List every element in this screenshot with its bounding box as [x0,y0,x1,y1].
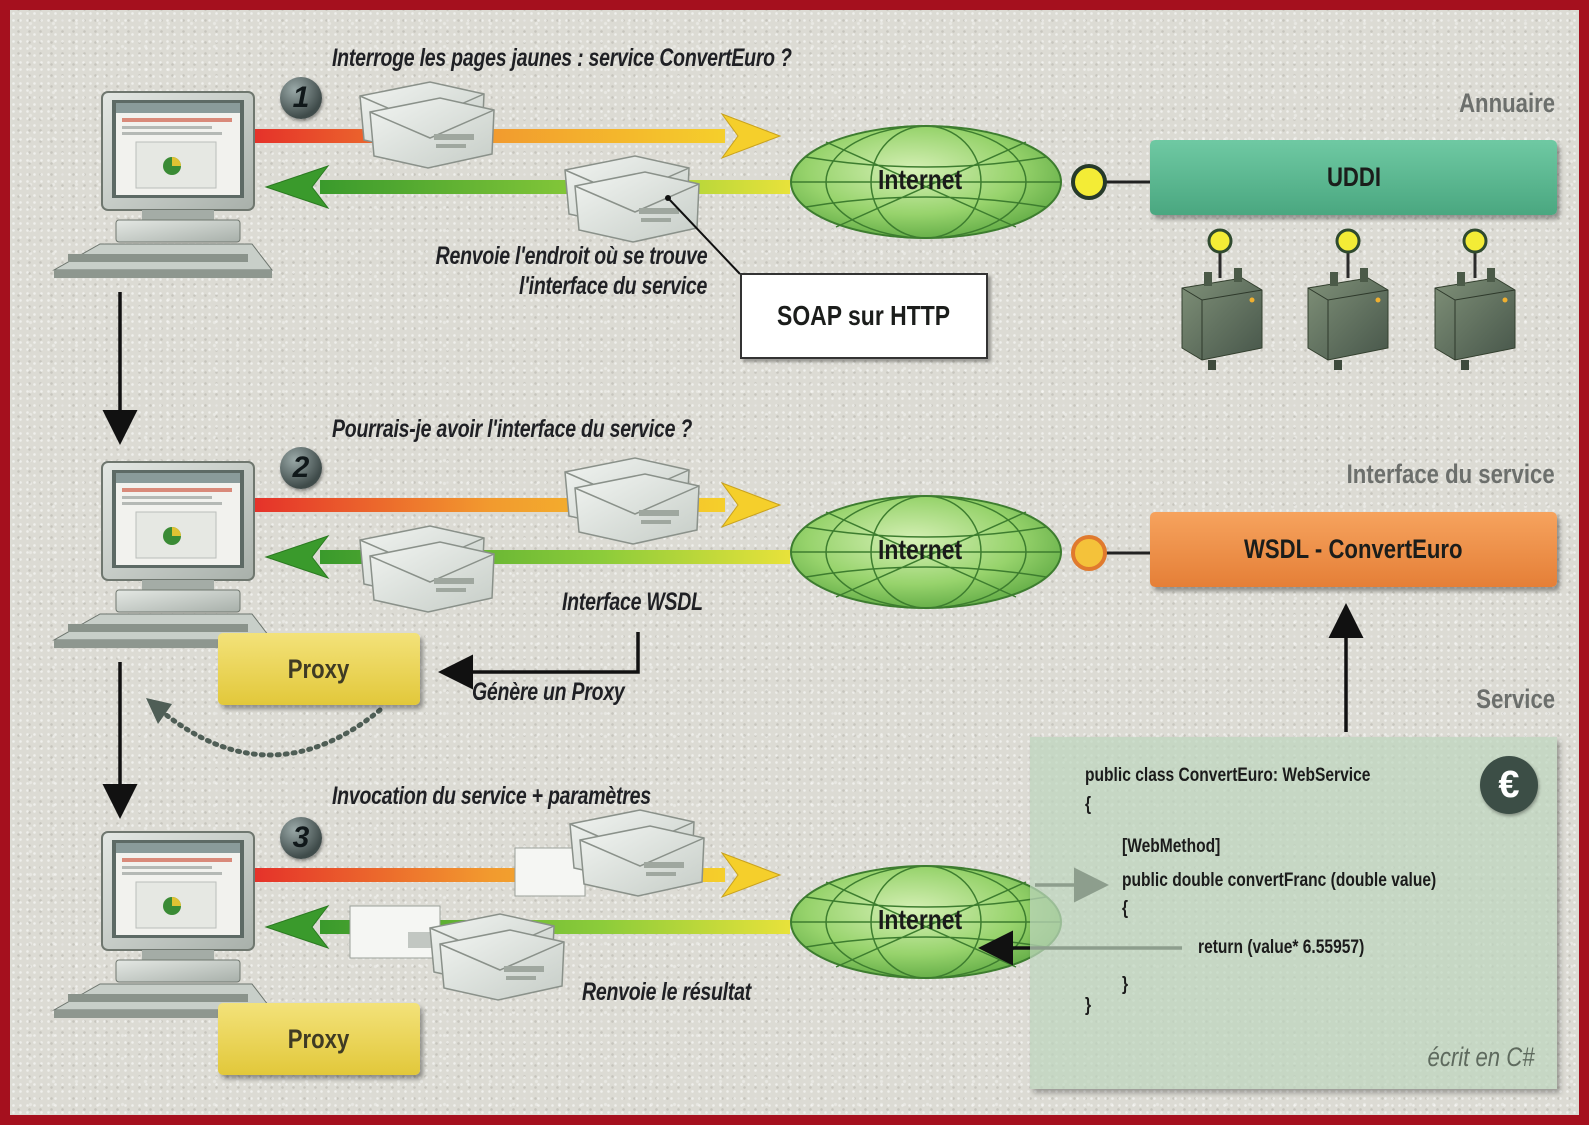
soap-envelope-response-2 [359,525,495,613]
internet-label-1: Internet [878,164,963,195]
step3-question: Invocation du service + paramètres [332,782,651,810]
proxy-return-dotted-arrow [157,707,383,758]
euro-icon: € [1480,756,1538,814]
code-line-open-brace: { [1085,794,1092,815]
client-computer-1 [53,91,273,279]
step2-generate-proxy: Génère un Proxy [472,678,625,706]
step1-question: Interroge les pages jaunes : service Con… [332,44,792,72]
step2-question: Pourrais-je avoir l'interface du service… [332,415,693,443]
step-number-3: 3 [280,817,322,859]
service-code-panel [1030,737,1557,1089]
uddi-registry: UDDI [1150,140,1557,215]
code-line-method-close: } [1122,974,1129,995]
soap-envelope-request-1 [359,81,495,169]
soap-over-http-box: SOAP sur HTTP [740,273,988,359]
proxy-box-step3: Proxy [218,1003,420,1075]
step1-reply-line2: l'interface du service [518,272,707,300]
directory-section-label: Annuaire [1459,88,1555,118]
code-line-class: public class ConvertEuro: WebService [1085,765,1371,786]
code-line-method: public double convertFranc (double value… [1122,870,1437,891]
client-computer-3 [53,831,273,1019]
code-line-attribute: [WebMethod] [1122,836,1221,857]
step-number-1: 1 [280,77,322,119]
code-line-method-open: { [1122,898,1129,919]
soap-envelope-request-2 [564,457,700,545]
interface-section-label: Interface du service [1347,459,1555,489]
step1-reply-line1: Renvoie l'endroit où se trouve [435,242,707,270]
wsdl-document: WSDL - ConvertEuro [1150,512,1557,587]
soap-envelope-response-3 [429,913,565,1001]
diagram-graphics [53,81,1516,1019]
proxy-box-step2: Proxy [218,633,420,705]
language-note: écrit en C# [1427,1042,1535,1072]
uddi-endpoint [1071,164,1107,200]
internet-label-2: Internet [878,534,963,565]
code-line-class-close: } [1085,995,1092,1016]
step2-reply: Interface WSDL [562,588,703,616]
step-number-2: 2 [280,447,322,489]
uddi-server-2 [1307,228,1389,371]
service-section-label: Service [1476,684,1555,714]
generate-proxy-arrow [438,632,640,690]
uddi-server-3 [1434,228,1516,371]
proxy-label-step3: Proxy [288,1023,350,1054]
soap-envelope-response-1 [564,155,700,243]
step3-reply: Renvoie le résultat [582,978,751,1006]
proxy-label-step2: Proxy [288,653,350,684]
uddi-label: UDDI [1326,162,1381,192]
wsdl-endpoint [1071,535,1107,571]
client-computer-2 [53,461,273,649]
response-arrow-1 [320,180,790,194]
soap-envelope-request-3 [569,809,705,897]
uddi-server-1 [1181,228,1263,371]
wsdl-label: WSDL - ConvertEuro [1244,534,1463,564]
internet-label-3: Internet [878,904,963,935]
code-line-return: return (value* 6.55957) [1198,937,1365,958]
soap-over-http-label: SOAP sur HTTP [777,300,951,331]
